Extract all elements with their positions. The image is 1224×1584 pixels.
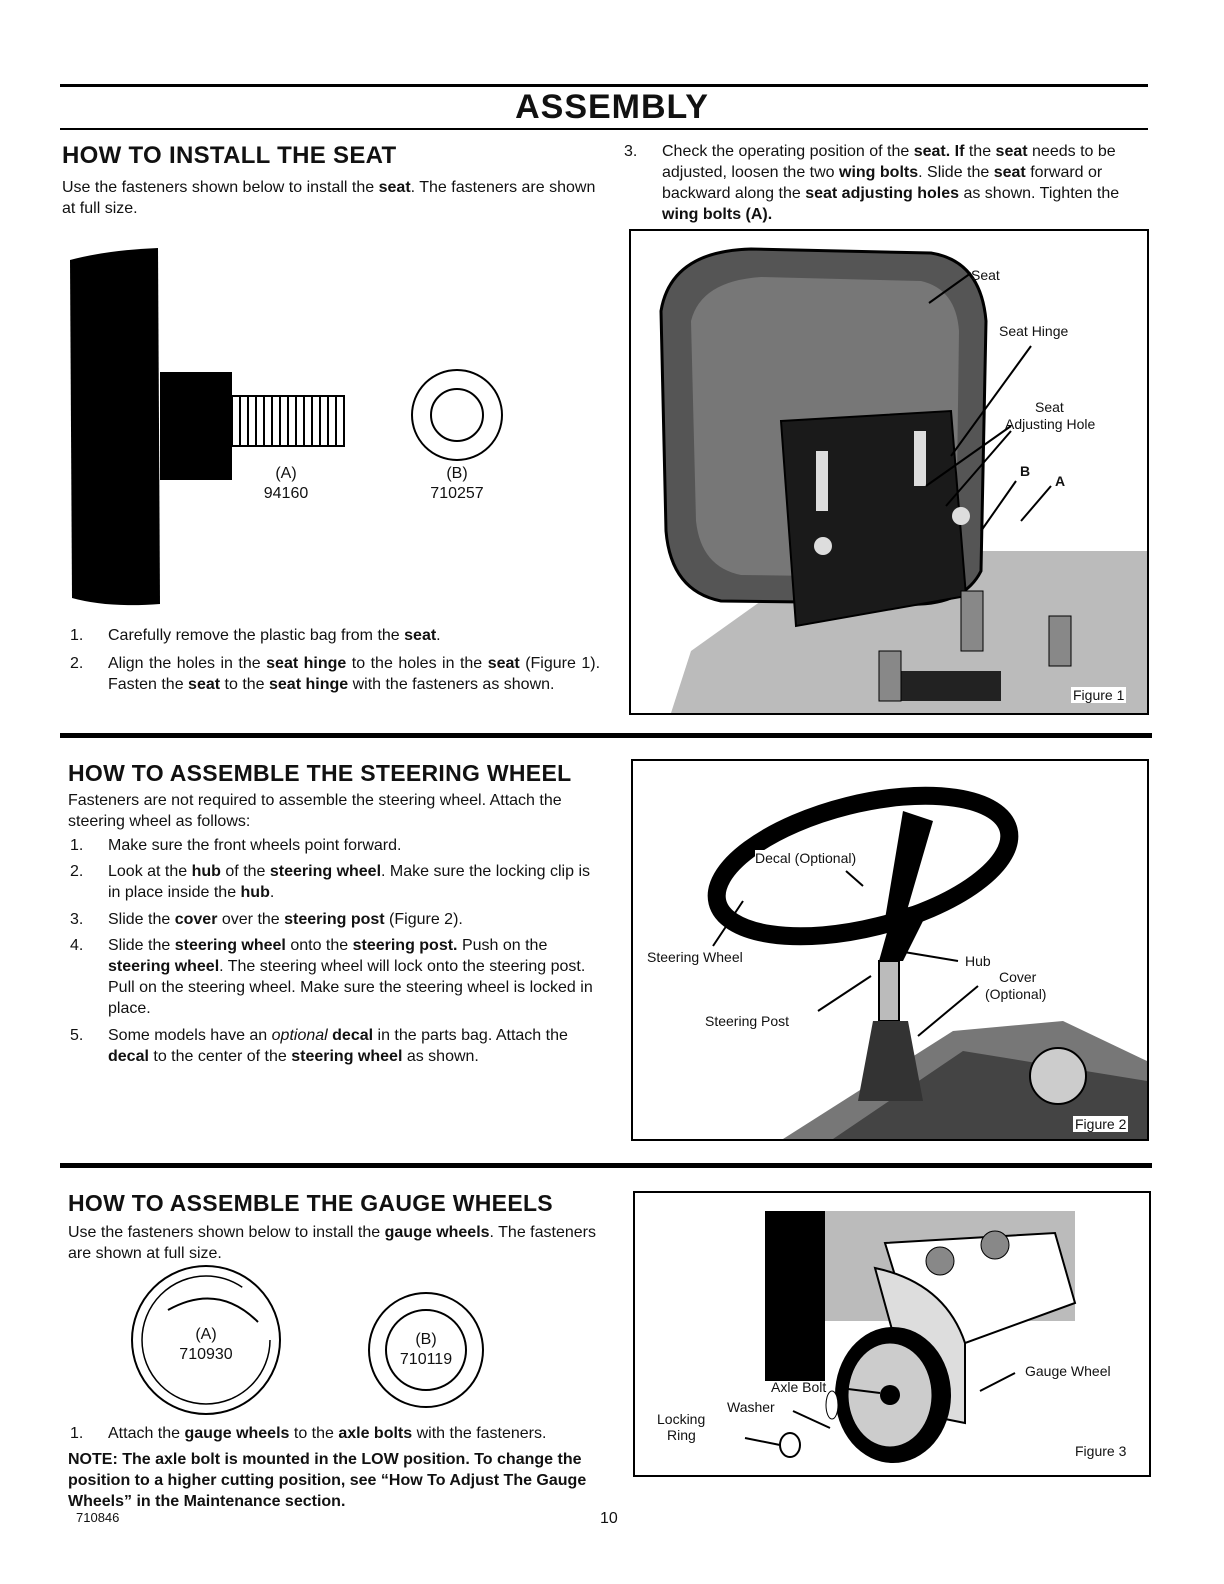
seat-step-3: 3. Check the operating position of the s… xyxy=(624,143,1120,223)
fig1-label-seat: Seat xyxy=(971,267,1000,283)
fig1-label-b: B xyxy=(1020,463,1031,479)
seat-fastener-b-washer xyxy=(410,368,504,462)
page-title: ASSEMBLY xyxy=(515,88,709,126)
fig3-label-gauge-wheel: Gauge Wheel xyxy=(1025,1363,1111,1379)
seat-step-1: 1. Carefully remove the plastic bag from… xyxy=(70,627,441,644)
gauge-intro: Use the fasteners shown below to install… xyxy=(68,1224,596,1262)
fig2-label-steering-post: Steering Post xyxy=(705,1013,790,1029)
fig3-caption: Figure 3 xyxy=(1075,1443,1127,1459)
seat-fastener-b-label: (B)710257 xyxy=(430,465,484,502)
seat-intro: Use the fasteners shown below to install… xyxy=(62,179,596,217)
seat-step-2: 2. Align the holes in the seat hinge to … xyxy=(70,655,601,693)
gauge-step-1: 1. Attach the gauge wheels to the axle b… xyxy=(70,1425,547,1442)
fig2-caption: Figure 2 xyxy=(1073,1116,1129,1132)
fig2-label-steering-wheel: Steering Wheel xyxy=(647,949,743,965)
fig3-label-ring: Ring xyxy=(667,1427,696,1443)
figure-2-steering: Decal (Optional) Steering Wheel Hub Cove… xyxy=(631,759,1149,1141)
fig2-label-cover-2: (Optional) xyxy=(985,986,1047,1002)
steering-step-1: 1. Make sure the front wheels point forw… xyxy=(70,837,402,854)
fig2-label-hub: Hub xyxy=(965,953,991,969)
gauge-fastener-a-ring xyxy=(128,1262,284,1418)
figure-1-seat: Seat Seat Hinge Seat Adjusting Hole B A … xyxy=(629,229,1149,715)
steering-illustration xyxy=(707,786,1147,1139)
gauge-note: NOTE: The axle bolt is mounted in the LO… xyxy=(68,1451,587,1510)
footer-page-number: 10 xyxy=(600,1510,618,1527)
seat-illustration xyxy=(659,247,1147,713)
fig3-label-washer: Washer xyxy=(727,1399,775,1415)
divider-2 xyxy=(60,1163,1152,1168)
steering-step-3: 3. Slide the cover over the steering pos… xyxy=(70,911,463,928)
gauge-fastener-b-washer xyxy=(366,1290,486,1410)
gauge-fastener-b-label: (B)710119 xyxy=(399,1331,453,1368)
divider-1 xyxy=(60,733,1152,738)
steering-intro: Fasteners are not required to assemble t… xyxy=(68,792,562,830)
gauge-heading: HOW TO ASSEMBLE THE GAUGE WHEELS xyxy=(68,1190,553,1216)
fig1-label-adjusting-hole-2: Adjusting Hole xyxy=(1005,416,1096,432)
fig1-label-seat-hinge: Seat Hinge xyxy=(999,323,1069,339)
title-rule xyxy=(60,128,1148,130)
gauge-wheel-illustration xyxy=(744,1211,1077,1463)
seat-fastener-a-drawing xyxy=(68,248,358,608)
seat-heading: HOW TO INSTALL THE SEAT xyxy=(62,142,397,169)
steering-heading: HOW TO ASSEMBLE THE STEERING WHEEL xyxy=(68,760,572,786)
footer-part-number: 710846 xyxy=(76,1510,120,1525)
fig3-label-locking: Locking xyxy=(657,1411,706,1427)
figure-3-gauge: Gauge Wheel Axle Bolt Washer Locking Rin… xyxy=(633,1191,1151,1477)
steering-step-2: 2. Look at the hub of the steering wheel… xyxy=(70,863,591,901)
steering-step-4: 4. Slide the steering wheel onto the ste… xyxy=(70,937,593,1017)
fig1-label-a: A xyxy=(1055,473,1066,489)
fig1-label-adjusting-hole-1: Seat xyxy=(1035,399,1064,415)
seat-fastener-a-label: (A)94160 xyxy=(263,465,309,502)
gauge-fastener-a-label: (A)710930 xyxy=(179,1326,233,1363)
steering-step-5: 5. Some models have an optional decal in… xyxy=(70,1027,568,1065)
fig2-label-decal: Decal (Optional) xyxy=(755,850,857,866)
fig3-label-axle-bolt: Axle Bolt xyxy=(771,1379,827,1395)
fig1-caption: Figure 1 xyxy=(1071,687,1127,703)
fig2-label-cover-1: Cover xyxy=(999,969,1037,985)
top-rule xyxy=(60,84,1148,87)
